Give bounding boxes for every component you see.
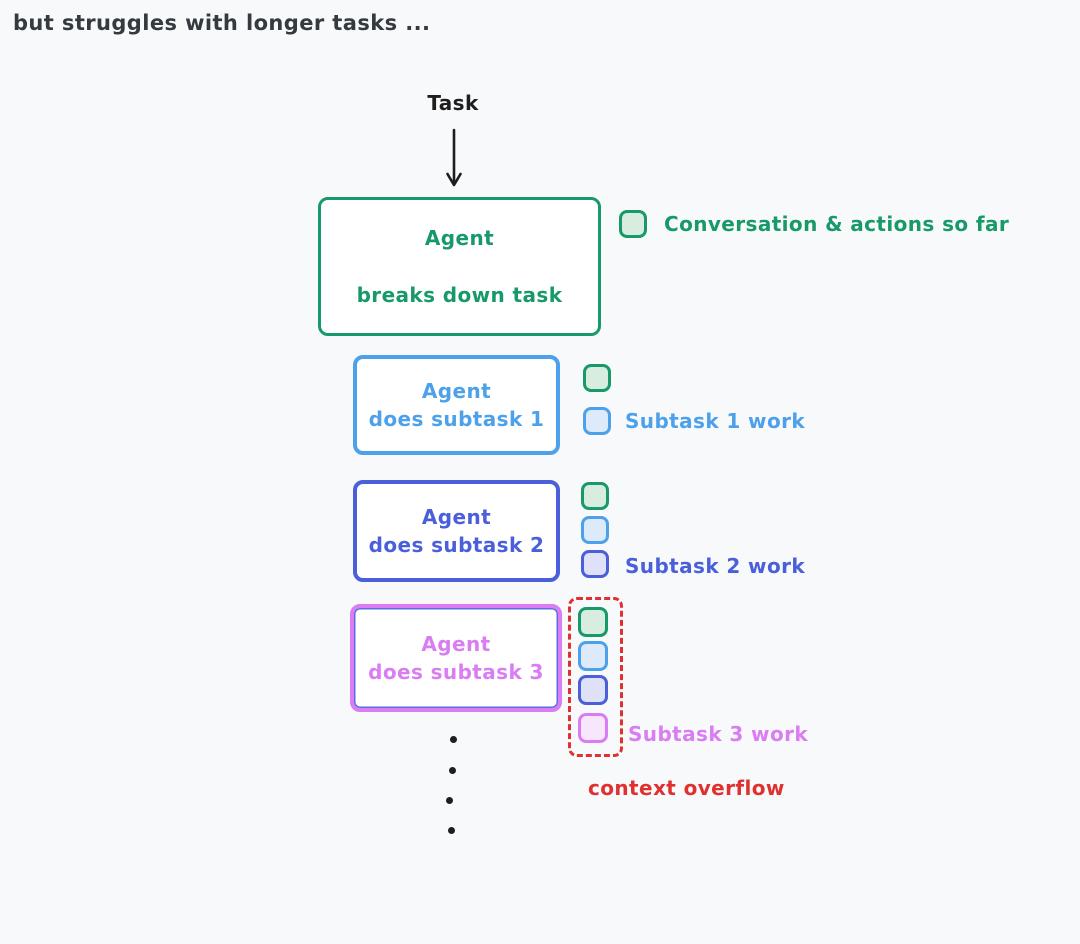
ellipsis-dot: [448, 827, 455, 834]
agent-box-line1: Agent: [424, 226, 495, 250]
context-chip-blue: [578, 641, 608, 671]
subtask1-context-stack: [583, 364, 611, 435]
page-title: but struggles with longer tasks ...: [13, 11, 431, 35]
subtask1-work-label: Subtask 1 work: [625, 409, 806, 433]
context-chip-green: [578, 607, 608, 637]
context-chip-blue: [583, 407, 611, 435]
subtask3-agent-box: Agent does subtask 3: [350, 604, 562, 712]
subtask3-box-line1: Agent: [421, 632, 491, 656]
conversation-legend-label: Conversation & actions so far: [664, 212, 1010, 236]
context-overflow-outline: [568, 597, 623, 757]
subtask2-work-label: Subtask 2 work: [625, 554, 806, 578]
context-chip-green: [583, 364, 611, 392]
context-chip-blue: [581, 516, 609, 544]
subtask2-agent-box: Agent does subtask 2: [353, 480, 560, 582]
ellipsis-dot: [449, 767, 456, 774]
conversation-chip: [619, 210, 647, 238]
ellipsis-dots: [446, 736, 458, 836]
subtask3-context-stack: [578, 607, 608, 743]
subtask3-work-label: Subtask 3 work: [628, 722, 809, 746]
agent-box-line2: breaks down task: [356, 283, 563, 307]
agent-breakdown-box: Agent breaks down task: [318, 197, 601, 336]
ellipsis-dot: [446, 797, 453, 804]
down-arrow-icon: [446, 128, 462, 187]
context-chip-pink: [578, 713, 608, 743]
subtask1-box-line2: does subtask 1: [368, 407, 545, 431]
subtask1-agent-box: Agent does subtask 1: [353, 355, 560, 455]
context-chip-indigo: [578, 675, 608, 705]
subtask3-box-line2: does subtask 3: [368, 660, 544, 684]
subtask2-context-stack: [581, 482, 609, 578]
subtask1-box-line1: Agent: [421, 379, 492, 403]
ellipsis-dot: [450, 736, 457, 743]
context-chip-indigo: [581, 550, 609, 578]
subtask2-box-line2: does subtask 2: [368, 533, 545, 557]
context-overflow-label: context overflow: [588, 776, 785, 800]
context-chip-green: [581, 482, 609, 510]
subtask2-box-line1: Agent: [421, 505, 492, 529]
task-label: Task: [427, 91, 479, 115]
